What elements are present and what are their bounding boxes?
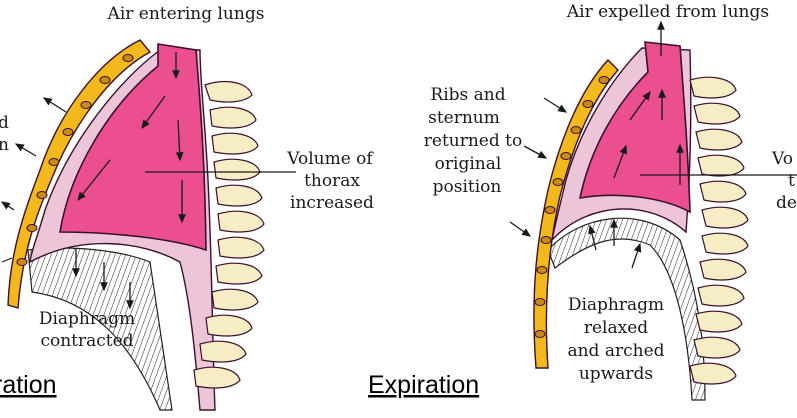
expiration-panel: Air expelled from lungs Ribs and sternum…	[368, 2, 797, 401]
expiration-diaphragm-line-1: Diaphragm	[568, 295, 664, 315]
inspiration-volume-line-2: thorax	[304, 171, 360, 191]
expiration-diaphragm-line-4: upwards	[579, 364, 653, 384]
expiration-volume-line-3: de	[776, 193, 797, 213]
expiration-volume-line-2: t	[788, 171, 795, 191]
expiration-ribs-line-5: position	[433, 177, 502, 197]
expiration-diaphragm-muscle	[547, 217, 706, 401]
expiration-rib-dots	[534, 76, 610, 338]
inspiration-rib-arrows	[0, 97, 67, 211]
inspiration-diaphragm-muscle	[27, 247, 173, 411]
inspiration-diaphragm-line-1: Diaphragm	[39, 309, 135, 329]
expiration-rib-arrows	[509, 97, 568, 237]
inspiration-lung	[59, 43, 207, 252]
expiration-ribs-line-1: Ribs and	[430, 85, 505, 105]
expiration-diaphragm-arrows	[588, 218, 642, 269]
inspiration-spine	[193, 81, 265, 389]
expiration-ribs-line-3: returned to	[424, 131, 522, 151]
expiration-airflow-arrows	[613, 88, 684, 185]
expiration-ribs-line-4: original	[435, 154, 502, 174]
expiration-volume-line-1: Vo	[771, 149, 793, 169]
inspiration-airflow-arrows	[77, 52, 186, 224]
inspiration-volume-line-1: Volume of	[286, 149, 374, 169]
expiration-ribs-line-2: sternum	[428, 108, 500, 128]
expiration-air-label: Air expelled from lungs	[566, 2, 769, 22]
inspiration-rib-cage	[7, 39, 152, 309]
expiration-title: Expiration	[368, 371, 479, 399]
inspiration-title: ration	[0, 371, 57, 399]
inspiration-rib-dots	[16, 54, 134, 266]
inspiration-side-label-1: d	[0, 113, 9, 133]
inspiration-panel: Air entering lungs d n Volume of thorax …	[0, 4, 374, 411]
expiration-diaphragm-line-2: relaxed	[584, 318, 648, 338]
inspiration-volume-line-3: increased	[290, 193, 374, 213]
expiration-diaphragm-line-3: and arched	[567, 341, 664, 361]
inspiration-side-label-2: n	[0, 135, 9, 155]
expiration-lung	[578, 41, 691, 214]
inspiration-air-label: Air entering lungs	[107, 4, 265, 24]
inspiration-diaphragm-arrows	[72, 248, 134, 310]
inspiration-diaphragm-line-2: contracted	[40, 331, 133, 351]
